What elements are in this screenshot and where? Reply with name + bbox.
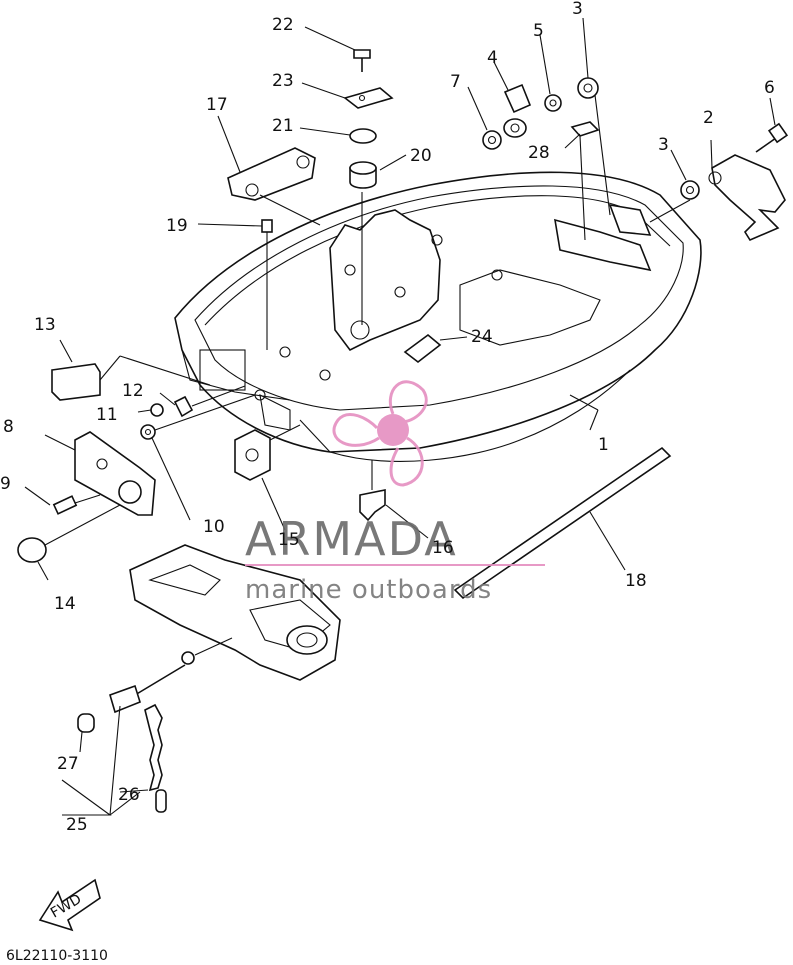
callout-25: 25 [66,815,88,835]
part-15-16 [234,424,429,539]
lower-housing [129,544,341,681]
part-4-5-7-fasteners [467,34,562,150]
part-24-fitting [403,333,468,364]
callout-2: 2 [703,108,714,128]
part-2-bracket [708,139,786,242]
callout-3-right: 3 [658,135,669,155]
callout-11: 11 [96,405,118,425]
callout-8: 8 [3,417,14,437]
part-6-bolt [755,97,789,153]
callout-27: 27 [57,754,79,774]
callout-3-top: 3 [572,0,583,19]
parts-25-27-cable [61,637,233,816]
callout-16: 16 [432,538,454,558]
part-code: 6L22110-3110 [6,948,108,964]
part-3-nuts [577,17,700,223]
callout-9: 9 [0,474,11,494]
armada-watermark: ARMADA marine outboards [245,380,545,605]
callout-26: 26 [118,785,140,805]
callout-21: 21 [272,116,294,136]
callout-24: 24 [471,327,493,347]
propeller-logo-icon [332,380,428,487]
parts-19-23-mount [197,26,407,350]
callout-13: 13 [34,315,56,335]
callout-18: 18 [625,571,647,591]
parts-left-cluster [17,339,256,581]
callout-5: 5 [533,21,544,41]
callout-6: 6 [764,78,775,98]
callout-12: 12 [122,381,144,401]
callout-28: 28 [528,143,550,163]
fwd-arrow-icon: FWD [38,878,101,932]
part-17-bracket [217,115,321,226]
callout-1: 1 [598,435,609,455]
bottom-cowling [174,171,702,462]
part-28-plate [564,121,600,241]
callout-20: 20 [410,146,432,166]
callout-14: 14 [54,594,76,614]
callout-17: 17 [206,95,228,115]
watermark-brand: ARMADA [245,512,458,566]
callout-10: 10 [203,517,225,537]
callout-19: 19 [166,216,188,236]
callout-7: 7 [450,72,461,92]
callout-22: 22 [272,15,294,35]
callout-15: 15 [278,530,300,550]
part-18-rod [453,394,672,600]
callout-labels: 1 2 3 3 4 5 6 7 8 9 10 11 12 13 14 15 16… [0,0,775,835]
callout-23: 23 [272,71,294,91]
callout-4: 4 [487,48,498,68]
watermark-tagline: marine outboards [245,575,492,605]
